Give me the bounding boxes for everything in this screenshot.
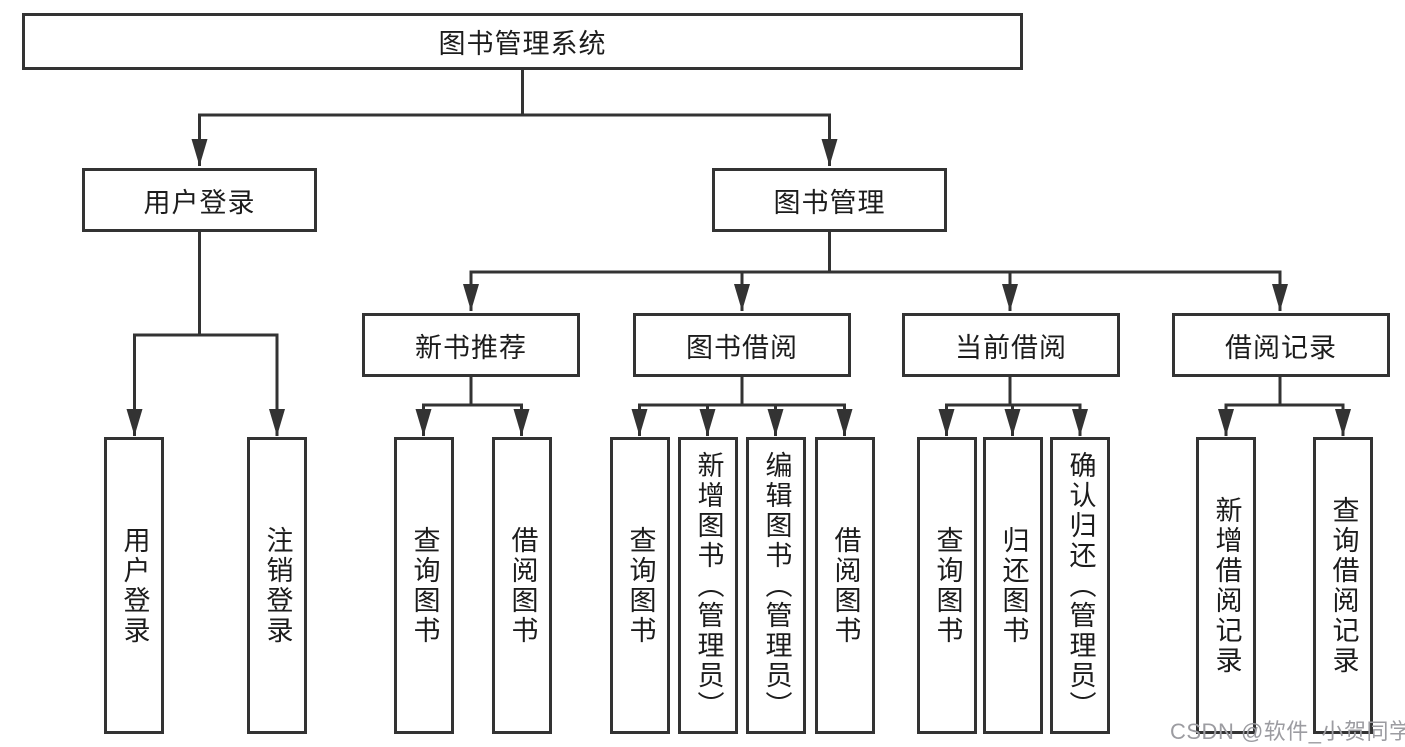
node-new-book-recommend-label: 新书推荐: [415, 332, 527, 363]
leaf-user-login: 用户登录: [104, 437, 164, 734]
node-user-login: 用户登录: [82, 168, 317, 232]
leaf-query-books-current: 查询图书: [917, 437, 977, 734]
node-user-login-label: 用户登录: [143, 187, 256, 218]
leaf-borrow-books-borrowing-label: 借阅图书: [830, 525, 861, 646]
leaf-query-books-recommend: 查询图书: [394, 437, 454, 734]
node-root-label: 图书管理系统: [438, 29, 607, 59]
leaf-borrow-books-recommend-label: 借阅图书: [507, 525, 538, 646]
node-book-management-label: 图书管理: [773, 187, 886, 218]
leaf-add-books-admin: 新增图书（管理员）: [678, 437, 738, 734]
leaf-add-borrow-record: 新增借阅记录: [1196, 437, 1256, 734]
node-borrowing-records: 借阅记录: [1172, 313, 1390, 377]
leaf-logout-label: 注销登录: [262, 525, 293, 646]
leaf-borrow-books-recommend: 借阅图书: [492, 437, 552, 734]
node-new-book-recommend: 新书推荐: [362, 313, 580, 377]
node-book-management: 图书管理: [712, 168, 947, 232]
leaf-edit-books-admin-label: 编辑图书（管理员）: [761, 450, 792, 721]
leaf-confirm-return-admin-label: 确认归还（管理员）: [1065, 450, 1096, 721]
leaf-add-books-admin-label: 新增图书（管理员）: [693, 450, 724, 721]
leaf-return-books-label: 归还图书: [998, 525, 1029, 646]
node-book-borrowing: 图书借阅: [633, 313, 851, 377]
node-book-borrowing-label: 图书借阅: [686, 332, 798, 363]
leaf-user-login-label: 用户登录: [119, 525, 150, 646]
leaf-logout: 注销登录: [247, 437, 307, 734]
node-borrowing-records-label: 借阅记录: [1225, 332, 1337, 363]
leaf-edit-books-admin: 编辑图书（管理员）: [746, 437, 806, 734]
leaf-query-books-borrowing: 查询图书: [610, 437, 670, 734]
leaf-confirm-return-admin: 确认归还（管理员）: [1050, 437, 1110, 734]
leaf-query-books-recommend-label: 查询图书: [409, 525, 440, 646]
csdn-watermark: CSDN @软件_小贺同学: [1170, 719, 1405, 744]
node-current-borrowing-label: 当前借阅: [955, 332, 1067, 363]
leaf-borrow-books-borrowing: 借阅图书: [815, 437, 875, 734]
node-root: 图书管理系统: [22, 13, 1023, 70]
leaf-return-books: 归还图书: [983, 437, 1043, 734]
leaf-query-borrow-record: 查询借阅记录: [1313, 437, 1373, 734]
leaf-query-books-borrowing-label: 查询图书: [625, 525, 656, 646]
leaf-add-borrow-record-label: 新增借阅记录: [1211, 495, 1242, 676]
leaf-query-borrow-record-label: 查询借阅记录: [1328, 495, 1359, 676]
leaf-query-books-current-label: 查询图书: [932, 525, 963, 646]
node-current-borrowing: 当前借阅: [902, 313, 1120, 377]
